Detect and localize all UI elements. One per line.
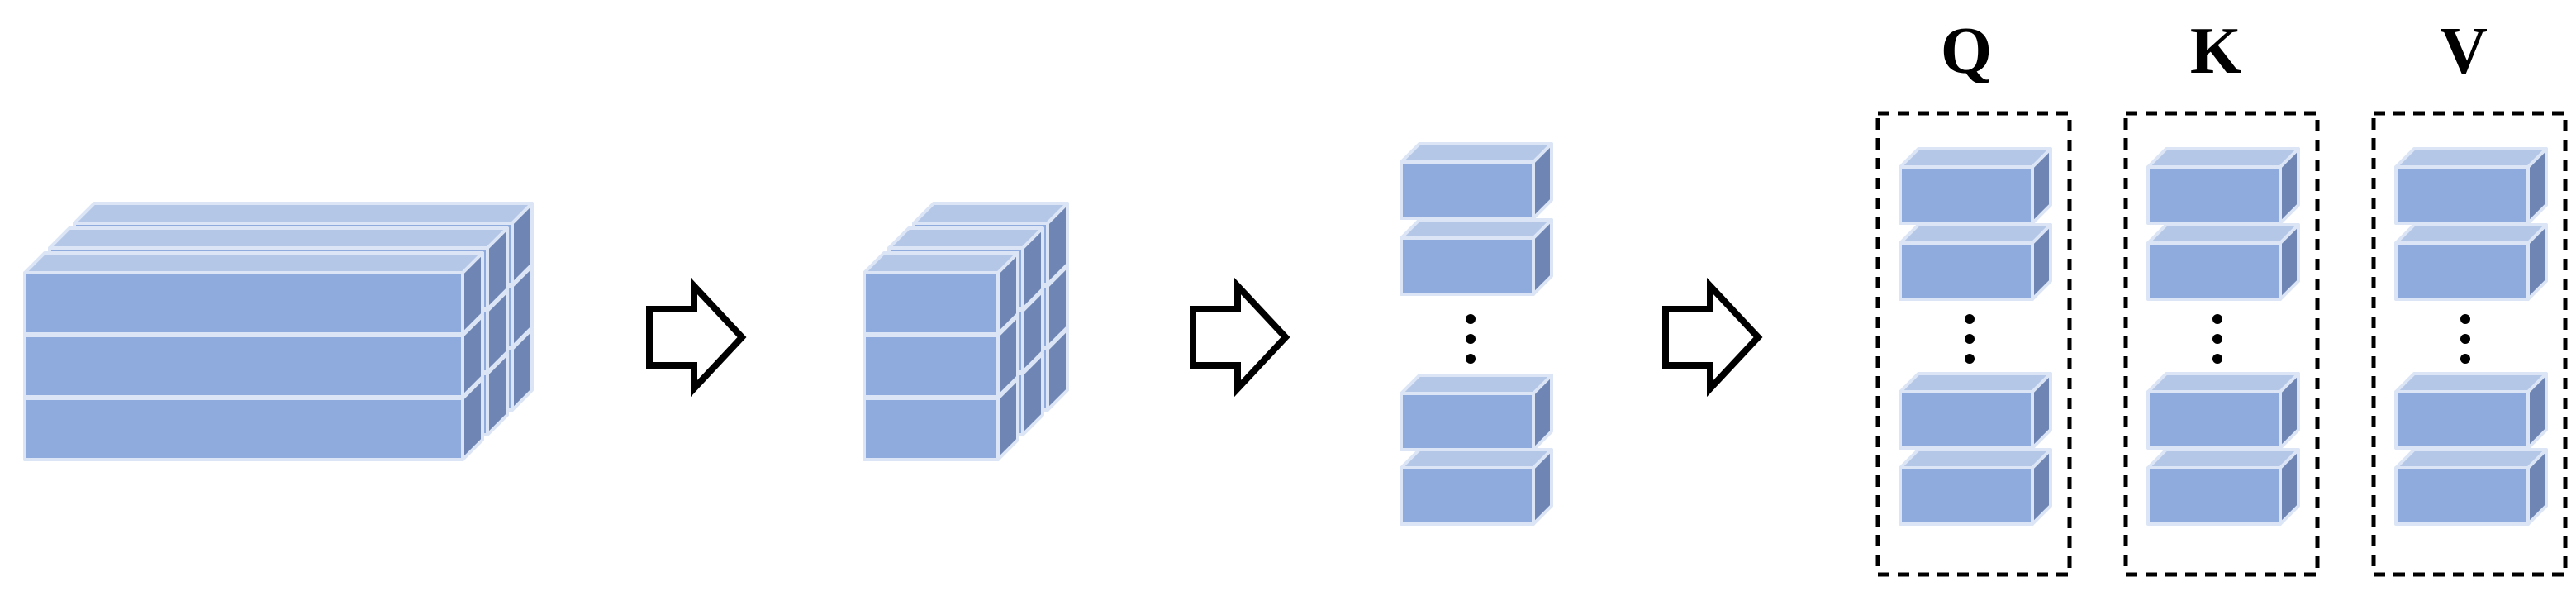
block-front-face bbox=[2394, 390, 2530, 450]
block-top-face bbox=[73, 202, 534, 225]
block-cuboid bbox=[2146, 448, 2300, 526]
block-cuboid bbox=[23, 251, 484, 336]
block-cuboid bbox=[1899, 147, 2052, 225]
block-top-face bbox=[2146, 372, 2300, 393]
arrow-right-icon bbox=[1190, 277, 1290, 398]
block-top-face bbox=[48, 226, 509, 250]
block-front-face bbox=[863, 397, 1000, 461]
block-top-face bbox=[2394, 448, 2548, 469]
block-top-face bbox=[863, 251, 1019, 274]
block-top-face bbox=[1899, 147, 2052, 169]
block-top-face bbox=[2146, 147, 2300, 169]
block-cuboid bbox=[1400, 142, 1553, 220]
block-front-face bbox=[2146, 165, 2282, 225]
block-top-face bbox=[1400, 374, 1553, 395]
block-front-face bbox=[863, 334, 1000, 398]
value-box bbox=[2371, 111, 2568, 577]
block-front-face bbox=[1899, 466, 2034, 526]
block-front-face bbox=[1400, 392, 1535, 451]
block-top-face bbox=[1899, 223, 2052, 245]
block-top-face bbox=[2146, 223, 2300, 245]
input-feature-volume bbox=[23, 202, 534, 461]
key-group: K bbox=[2123, 15, 2320, 577]
ellipsis-dot bbox=[2460, 334, 2470, 344]
block-front-face bbox=[2146, 466, 2282, 526]
block-cuboid bbox=[2394, 223, 2548, 301]
ellipsis-dot bbox=[2212, 354, 2222, 364]
block-front-face bbox=[1899, 165, 2034, 225]
block-top-face bbox=[1400, 448, 1553, 469]
ellipsis-dot bbox=[1965, 314, 1975, 324]
block-top-face bbox=[912, 202, 1069, 225]
key-token-column bbox=[2146, 147, 2300, 526]
block-top-face bbox=[1400, 142, 1553, 164]
block-front-face bbox=[1400, 236, 1535, 296]
block-cuboid bbox=[2146, 147, 2300, 225]
block-cuboid bbox=[1400, 448, 1553, 526]
ellipsis-dot bbox=[1965, 354, 1975, 364]
block-top-face bbox=[2394, 223, 2548, 245]
block-front-face bbox=[2394, 466, 2530, 526]
block-front-face bbox=[2394, 241, 2530, 301]
key-label: K bbox=[2190, 15, 2241, 88]
block-top-face bbox=[23, 251, 484, 274]
block-front-face bbox=[863, 271, 1000, 336]
block-front-face bbox=[23, 334, 464, 398]
token-sequence bbox=[1400, 142, 1553, 526]
block-cuboid bbox=[2394, 448, 2548, 526]
block-front-face bbox=[23, 397, 464, 461]
block-cuboid bbox=[1899, 448, 2052, 526]
query-group: Q bbox=[1875, 15, 2072, 577]
patch-volume bbox=[863, 202, 1069, 461]
block-front-face bbox=[1400, 466, 1535, 526]
block-top-face bbox=[1400, 218, 1553, 240]
ellipsis-dot bbox=[1466, 334, 1476, 344]
block-front-face bbox=[2146, 390, 2282, 450]
block-front-face bbox=[1400, 160, 1535, 220]
ellipsis-dot bbox=[2212, 334, 2222, 344]
block-top-face bbox=[2146, 448, 2300, 469]
query-label: Q bbox=[1941, 15, 1992, 88]
block-front-face bbox=[2146, 241, 2282, 301]
ellipsis-dot bbox=[2460, 354, 2470, 364]
block-top-face bbox=[1899, 448, 2052, 469]
arrow-right-icon bbox=[1662, 277, 1763, 398]
ellipsis-dot bbox=[1466, 354, 1476, 364]
block-cuboid bbox=[1899, 372, 2052, 450]
arrow-right-icon bbox=[646, 277, 747, 398]
block-cuboid bbox=[2146, 223, 2300, 301]
query-token-column bbox=[1899, 147, 2052, 526]
block-front-face bbox=[1899, 241, 2034, 301]
ellipsis-dot bbox=[1965, 334, 1975, 344]
block-cuboid bbox=[2146, 372, 2300, 450]
block-top-face bbox=[2394, 147, 2548, 169]
block-top-face bbox=[2394, 372, 2548, 393]
block-cuboid bbox=[1400, 218, 1553, 296]
block-top-face bbox=[887, 226, 1044, 250]
ellipsis-dot bbox=[2460, 314, 2470, 324]
ellipsis-dot bbox=[1466, 314, 1476, 324]
value-label: V bbox=[2440, 15, 2488, 88]
value-token-column bbox=[2394, 147, 2548, 526]
block-front-face bbox=[23, 271, 464, 336]
block-cuboid bbox=[863, 251, 1019, 336]
ellipsis-dot bbox=[2212, 314, 2222, 324]
block-front-face bbox=[2394, 165, 2530, 225]
value-group: V bbox=[2371, 15, 2568, 577]
block-cuboid bbox=[1400, 374, 1553, 451]
block-cuboid bbox=[2394, 147, 2548, 225]
key-box bbox=[2123, 111, 2320, 577]
block-front-face bbox=[1899, 390, 2034, 450]
block-top-face bbox=[1899, 372, 2052, 393]
block-cuboid bbox=[1899, 223, 2052, 301]
query-box bbox=[1875, 111, 2072, 577]
block-cuboid bbox=[2394, 372, 2548, 450]
